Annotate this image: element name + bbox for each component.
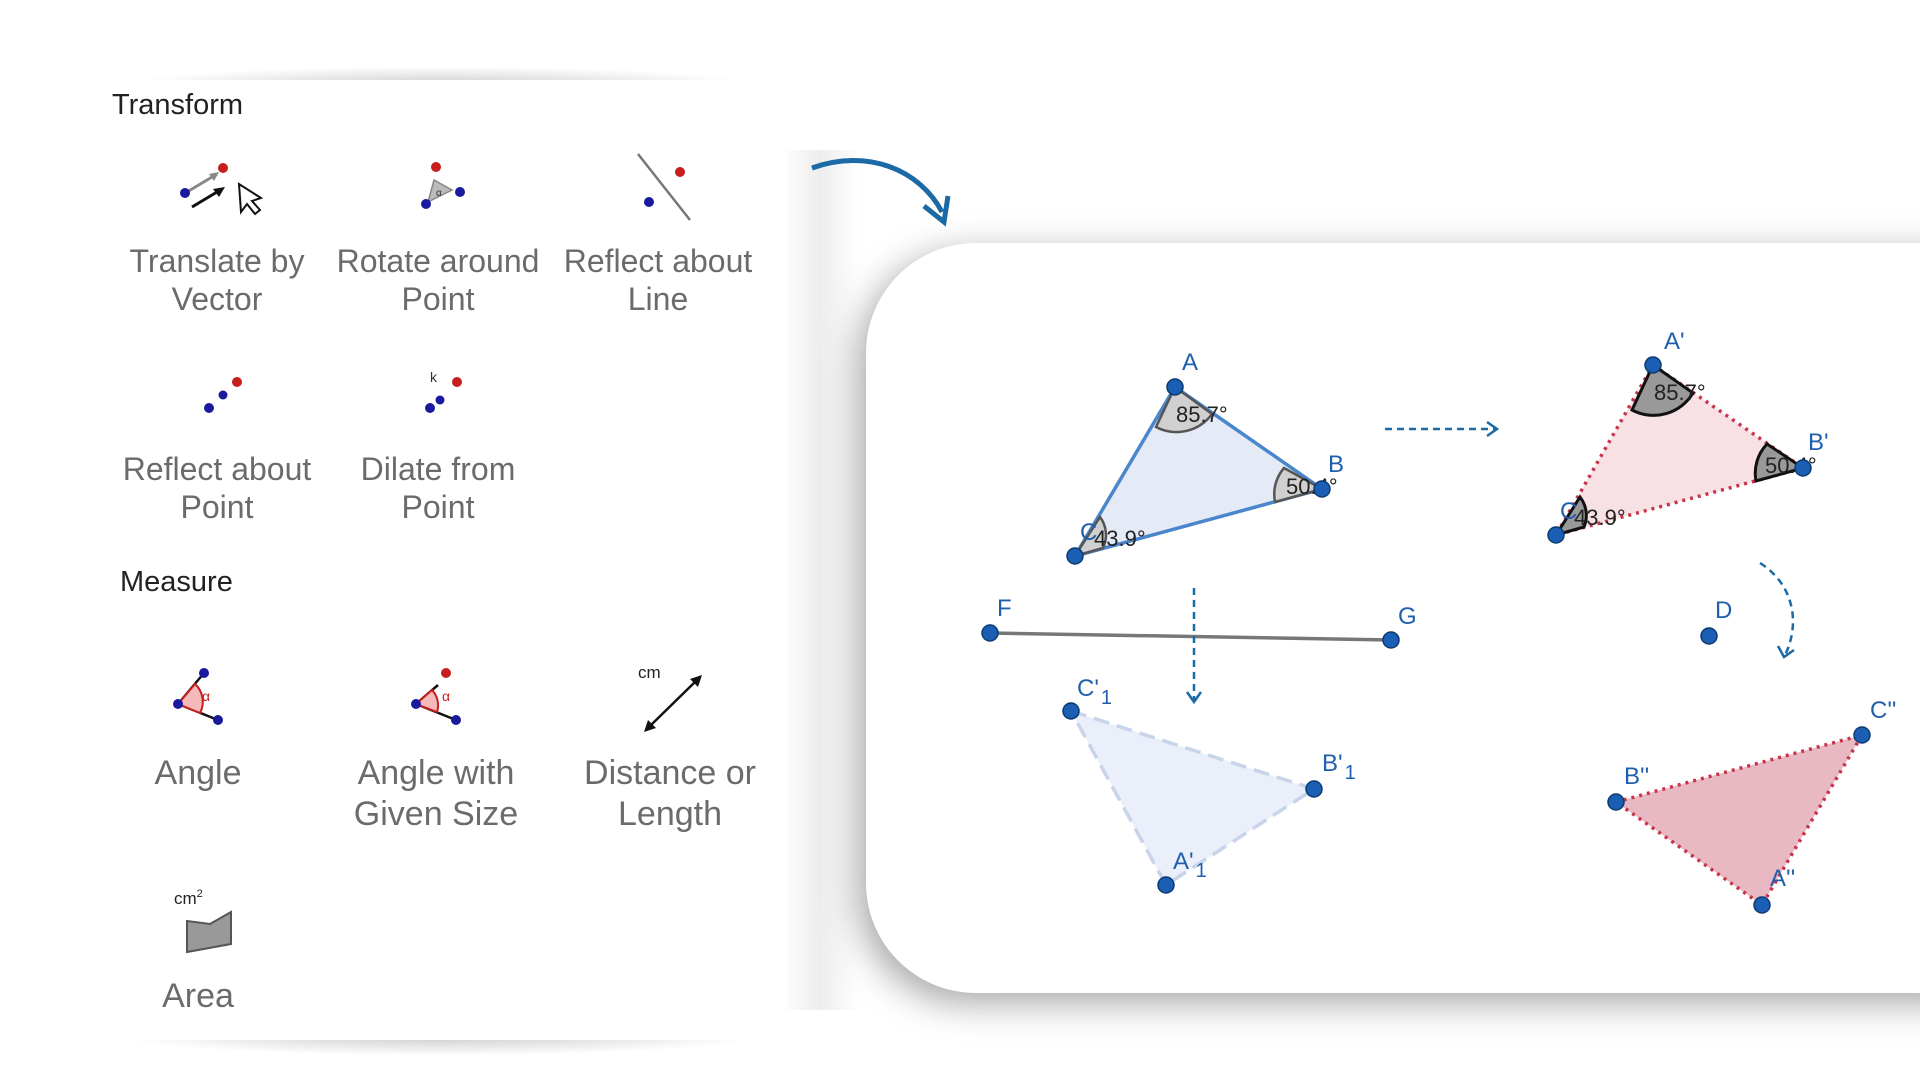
label-c1: C'1 <box>1077 675 1112 709</box>
tool-translate-by-vector[interactable]: Translate by Vector <box>107 152 327 318</box>
label-b-double: B'' <box>1624 763 1649 790</box>
label-c-double: C'' <box>1870 697 1897 724</box>
rotate-point-icon: α <box>421 162 465 209</box>
triangle-abc-prime[interactable]: 85.7° 50.4° 43.9° A' B' C <box>1547 328 1829 544</box>
section-title-transform: Transform <box>112 89 244 121</box>
point-c-prime[interactable] <box>1547 526 1565 544</box>
reflect-line-icon <box>637 153 691 221</box>
tool-reflect-about-point[interactable]: Reflect about Point <box>107 360 327 526</box>
label-a-prime: A' <box>1664 328 1685 355</box>
section-title-measure: Measure <box>120 566 233 598</box>
line-fg[interactable]: F G <box>981 595 1417 649</box>
angle-icon: α <box>173 668 223 725</box>
point-a-prime[interactable] <box>1644 356 1662 374</box>
tool-distance-or-length[interactable]: cm Distance or Length <box>560 663 780 835</box>
angle-arc-a-prime <box>1630 362 1696 417</box>
translate-vector-icon <box>180 163 264 216</box>
label-d: D <box>1715 597 1732 624</box>
angle-arc-c-prime <box>1552 494 1588 538</box>
tool-label: Angle <box>154 754 242 792</box>
label-b1: B'1 <box>1322 750 1356 784</box>
point-c[interactable] <box>1066 547 1084 565</box>
point-a1[interactable] <box>1157 876 1175 894</box>
label-f: F <box>997 595 1012 622</box>
tool-label: Reflect about Line <box>563 243 753 317</box>
translate-arrow <box>1385 420 1500 438</box>
point-b-prime[interactable] <box>1794 459 1812 477</box>
area-icon: cm2 <box>174 888 232 954</box>
tool-area[interactable]: cm2 Area <box>88 886 308 1017</box>
panel-right-shadow <box>780 150 860 1010</box>
tool-label: Angle with Given Size <box>353 754 519 833</box>
angle-arc-b <box>1273 466 1326 504</box>
svg-text:cm2: cm2 <box>174 888 203 908</box>
tool-label: Rotate around Point <box>336 243 540 317</box>
point-b1[interactable] <box>1305 780 1323 798</box>
triangle-reflected[interactable]: C'1 B'1 A'1 <box>1062 675 1356 894</box>
point-c-double[interactable] <box>1853 726 1871 744</box>
rotate-arrow <box>1759 561 1795 659</box>
label-a: A <box>1182 349 1198 376</box>
svg-text:α: α <box>436 188 442 199</box>
svg-text:α: α <box>442 688 450 704</box>
distance-icon: cm <box>638 663 702 732</box>
label-b: B <box>1328 451 1344 478</box>
label-a-double: A'' <box>1770 865 1795 892</box>
angle-value-c-prime: 43.9° <box>1574 505 1626 530</box>
angle-value-a-prime: 85.7° <box>1654 380 1706 405</box>
label-b-prime: B' <box>1808 429 1829 456</box>
angle-arc-c <box>1072 514 1108 559</box>
tool-label: Distance or Length <box>584 754 756 833</box>
point-c1[interactable] <box>1062 702 1080 720</box>
tool-rotate-around-point[interactable]: α Rotate around Point <box>328 152 548 318</box>
tool-angle-with-given-size[interactable]: α Angle with Given Size <box>326 663 546 835</box>
point-d[interactable] <box>1700 627 1718 645</box>
angle-value-a: 85.7° <box>1176 402 1228 427</box>
angle-given-size-icon: α <box>411 668 461 725</box>
reflect-point-icon <box>204 377 242 413</box>
svg-text:k: k <box>430 369 438 385</box>
point-b[interactable] <box>1313 480 1331 498</box>
label-a1: A'1 <box>1173 848 1207 882</box>
label-c-prime: C <box>1560 498 1577 525</box>
tool-label: Reflect about Point <box>122 451 312 525</box>
point-a[interactable] <box>1166 378 1184 396</box>
tool-angle[interactable]: α Angle <box>88 663 308 794</box>
dilate-point-icon: k <box>425 369 462 413</box>
point-b-double[interactable] <box>1607 793 1625 811</box>
triangle-rotated[interactable]: B'' C'' A'' <box>1607 697 1897 914</box>
point-g[interactable] <box>1382 631 1400 649</box>
point-d-group[interactable]: D <box>1700 597 1732 645</box>
label-c: C <box>1080 519 1097 546</box>
label-g: G <box>1398 603 1417 630</box>
angle-arc-a <box>1154 385 1214 434</box>
tool-reflect-about-line[interactable]: Reflect about Line <box>548 152 768 318</box>
triangle-abc[interactable]: 85.7° 50.4° 43.9° A B C <box>1066 349 1344 565</box>
angle-value-c: 43.9° <box>1094 526 1146 551</box>
reflect-arrow <box>1185 588 1203 705</box>
point-f[interactable] <box>981 624 999 642</box>
svg-text:cm: cm <box>638 663 661 682</box>
angle-arc-b-prime <box>1753 442 1807 483</box>
tools-panel <box>92 80 786 1040</box>
svg-text:α: α <box>202 688 210 704</box>
tool-label: Translate by Vector <box>129 243 305 317</box>
point-a-double[interactable] <box>1753 896 1771 914</box>
tool-dilate-from-point[interactable]: k Dilate from Point <box>328 360 548 526</box>
tool-label: Dilate from Point <box>360 451 516 525</box>
tool-label: Area <box>162 977 234 1015</box>
